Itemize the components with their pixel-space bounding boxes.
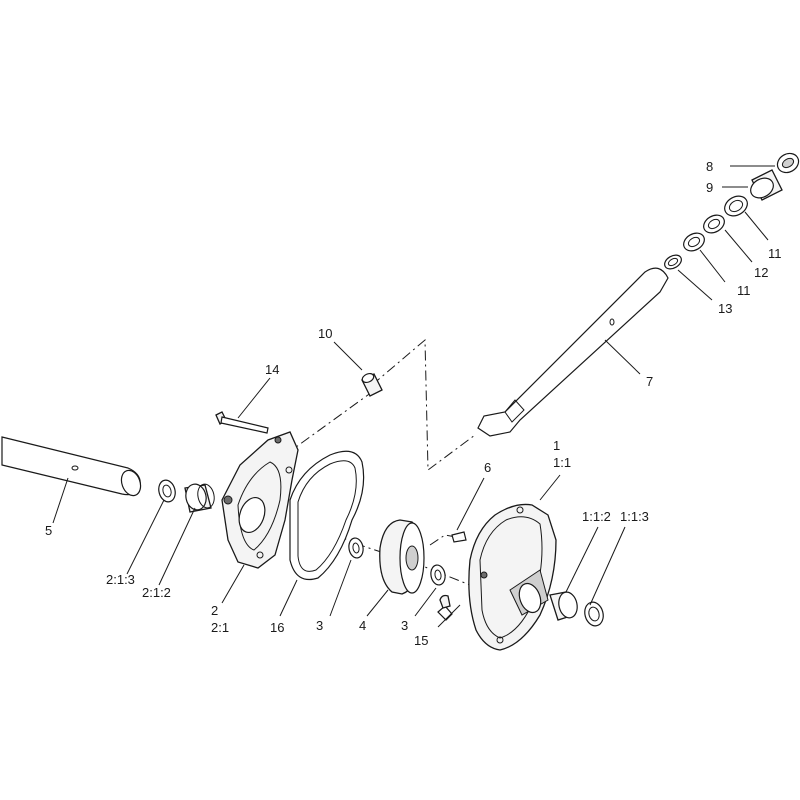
snap-ring-13 [664, 254, 682, 270]
washer-11-lower [683, 232, 705, 252]
callout-2-1-2: 2:1:2 [142, 585, 171, 600]
callout-3-right: 3 [401, 618, 408, 633]
callout-2-1: 2:1 [211, 620, 229, 635]
callout-11-upper: 11 [768, 246, 782, 261]
callout-9: 9 [706, 180, 713, 195]
washer-3-right [430, 564, 446, 586]
bolt-14 [215, 411, 269, 434]
callout-1-1: 1:1 [553, 455, 571, 470]
callout-15: 15 [414, 633, 428, 648]
callout-5: 5 [45, 523, 52, 538]
drive-pulley-4 [379, 519, 425, 595]
callout-labels: 1 1:1 1:1:2 1:1:3 2 2:1 2:1:2 2:1:3 3 3 … [45, 159, 782, 648]
callout-13: 13 [718, 301, 732, 316]
callout-16: 16 [270, 620, 284, 635]
bushing-2-1-2 [184, 483, 215, 513]
left-housing [221, 431, 299, 569]
callout-1: 1 [553, 438, 560, 453]
key-6 [451, 531, 467, 543]
callout-3-left: 3 [316, 618, 323, 633]
right-housing [468, 503, 557, 651]
washer-3-left [348, 537, 364, 559]
callout-12: 12 [754, 265, 768, 280]
callout-14: 14 [265, 362, 279, 377]
callout-11-lower: 11 [737, 283, 751, 298]
washer-11-upper [724, 195, 748, 217]
bushing-9 [750, 169, 783, 201]
callout-6: 6 [484, 460, 491, 475]
fitting-15 [437, 594, 453, 621]
gasket-16 [289, 450, 365, 581]
callout-7: 7 [646, 374, 653, 389]
callout-10: 10 [318, 326, 332, 341]
seal-1-1-3 [584, 601, 604, 627]
callout-4: 4 [359, 618, 366, 633]
washer-12 [703, 214, 725, 234]
callout-2-1-3: 2:1:3 [106, 572, 135, 587]
callout-8: 8 [706, 159, 713, 174]
left-shaft [1, 436, 142, 497]
callout-1-1-2: 1:1:2 [582, 509, 611, 524]
seal-8 [776, 152, 800, 174]
leader-lines [52, 165, 775, 628]
bushing-1-1-2 [549, 591, 578, 621]
callout-1-1-3: 1:1:3 [620, 509, 649, 524]
callout-2: 2 [211, 603, 218, 618]
seal-ring-2-1-3 [158, 479, 176, 503]
long-shaft-7 [477, 267, 669, 437]
sleeve-10 [361, 372, 383, 397]
